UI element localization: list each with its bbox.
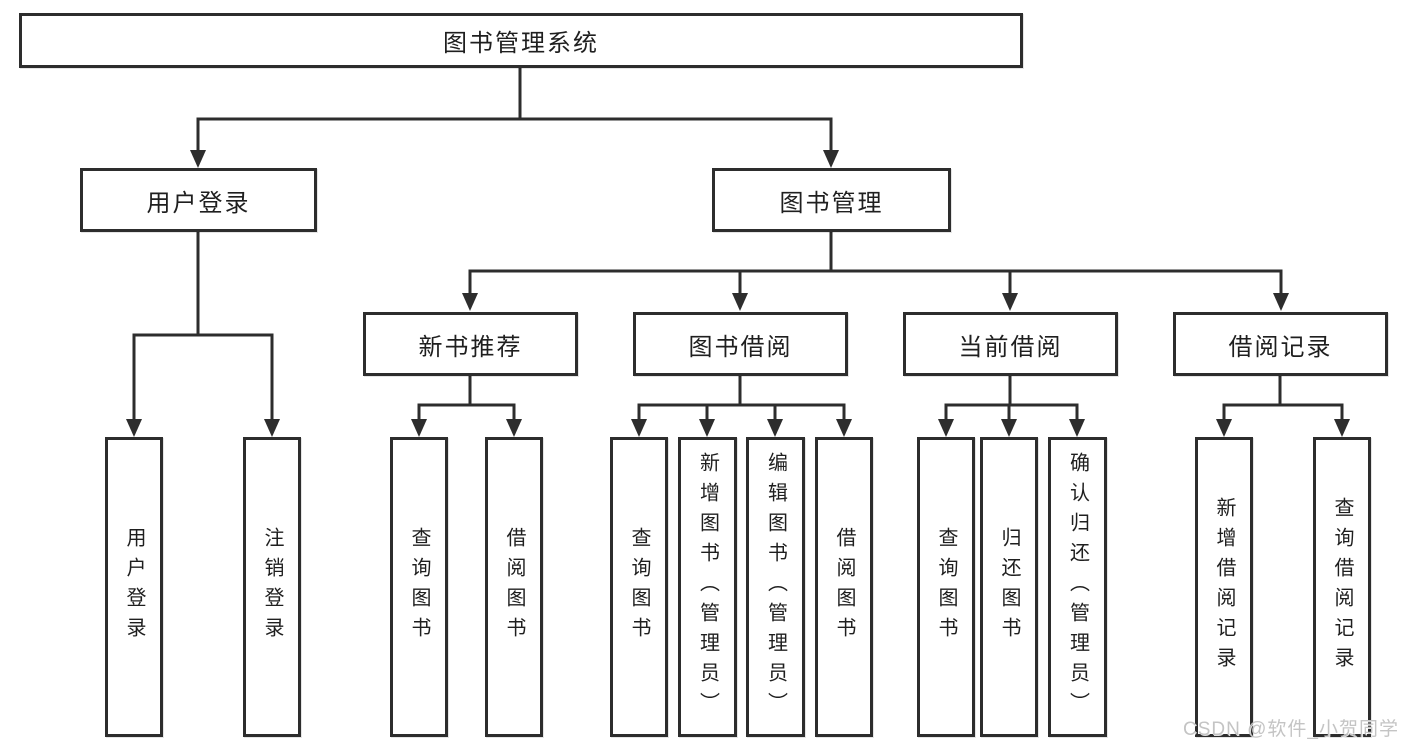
leaf-nb-query: 查询图书 <box>390 437 448 737</box>
arrowhead-borrowing <box>732 293 748 311</box>
arrowhead-bw-add <box>699 419 715 437</box>
leaf-cu-return-label: 归还图书 <box>998 527 1020 647</box>
arrowhead-book-mgmt <box>823 150 839 168</box>
node-book-mgmt-label: 图书管理 <box>779 189 884 217</box>
arrowhead-nb-query <box>411 419 427 437</box>
node-user-login: 用户登录 <box>80 168 317 232</box>
leaf-rc-query-label: 查询借阅记录 <box>1331 497 1353 677</box>
arrowhead-leaf-logout <box>264 419 280 437</box>
leaf-bw-query-label: 查询图书 <box>628 527 650 647</box>
node-root: 图书管理系统 <box>19 13 1023 68</box>
leaf-rc-add-label: 新增借阅记录 <box>1213 497 1235 677</box>
leaf-login: 用户登录 <box>105 437 163 737</box>
leaf-bw-add-label: 新增图书（管理员） <box>696 452 719 722</box>
leaf-nb-borrow-label: 借阅图书 <box>503 527 525 647</box>
node-borrowing: 图书借阅 <box>633 312 848 376</box>
leaf-bw-borrow-label: 借阅图书 <box>833 527 855 647</box>
leaf-logout-label: 注销登录 <box>261 527 283 647</box>
leaf-nb-borrow: 借阅图书 <box>485 437 543 737</box>
arrowhead-bw-edit <box>767 419 783 437</box>
arrowhead-rc-add <box>1216 419 1232 437</box>
leaf-cu-confirm: 确认归还（管理员） <box>1048 437 1107 737</box>
node-records-label: 借阅记录 <box>1228 333 1333 361</box>
arrowhead-rc-query <box>1334 419 1350 437</box>
leaf-cu-confirm-label: 确认归还（管理员） <box>1066 452 1089 722</box>
node-borrowing-label: 图书借阅 <box>688 333 793 361</box>
node-records: 借阅记录 <box>1173 312 1388 376</box>
arrowhead-leaf-login <box>126 419 142 437</box>
arrowhead-cu-confirm <box>1069 419 1085 437</box>
leaf-cu-query-label: 查询图书 <box>935 527 957 647</box>
leaf-logout: 注销登录 <box>243 437 301 737</box>
leaf-cu-return: 归还图书 <box>980 437 1038 737</box>
leaf-bw-borrow: 借阅图书 <box>815 437 873 737</box>
leaf-nb-query-label: 查询图书 <box>408 527 430 647</box>
node-book-mgmt: 图书管理 <box>712 168 951 232</box>
leaf-bw-edit-label: 编辑图书（管理员） <box>764 452 787 722</box>
leaf-bw-query: 查询图书 <box>610 437 668 737</box>
arrowhead-cu-return <box>1001 419 1017 437</box>
csdn-watermark: CSDN @软件_小贺同学 <box>1183 719 1399 740</box>
arrowhead-cu-query <box>938 419 954 437</box>
leaf-login-label: 用户登录 <box>123 527 145 647</box>
arrowhead-current <box>1002 293 1018 311</box>
node-root-label: 图书管理系统 <box>443 30 599 57</box>
arrowhead-bw-query <box>631 419 647 437</box>
arrowhead-bw-borrow <box>836 419 852 437</box>
arrowhead-records <box>1273 293 1289 311</box>
node-user-login-label: 用户登录 <box>146 189 251 217</box>
node-current-label: 当前借阅 <box>958 333 1063 361</box>
node-current: 当前借阅 <box>903 312 1118 376</box>
leaf-cu-query: 查询图书 <box>917 437 975 737</box>
leaf-bw-add: 新增图书（管理员） <box>678 437 737 737</box>
arrowhead-user-login <box>190 150 206 168</box>
node-new-books: 新书推荐 <box>363 312 578 376</box>
leaf-rc-query: 查询借阅记录 <box>1313 437 1371 737</box>
leaf-bw-edit: 编辑图书（管理员） <box>746 437 805 737</box>
arrowhead-nb-borrow <box>506 419 522 437</box>
node-new-books-label: 新书推荐 <box>418 333 523 361</box>
leaf-rc-add: 新增借阅记录 <box>1195 437 1253 737</box>
arrowhead-new-books <box>462 293 478 311</box>
